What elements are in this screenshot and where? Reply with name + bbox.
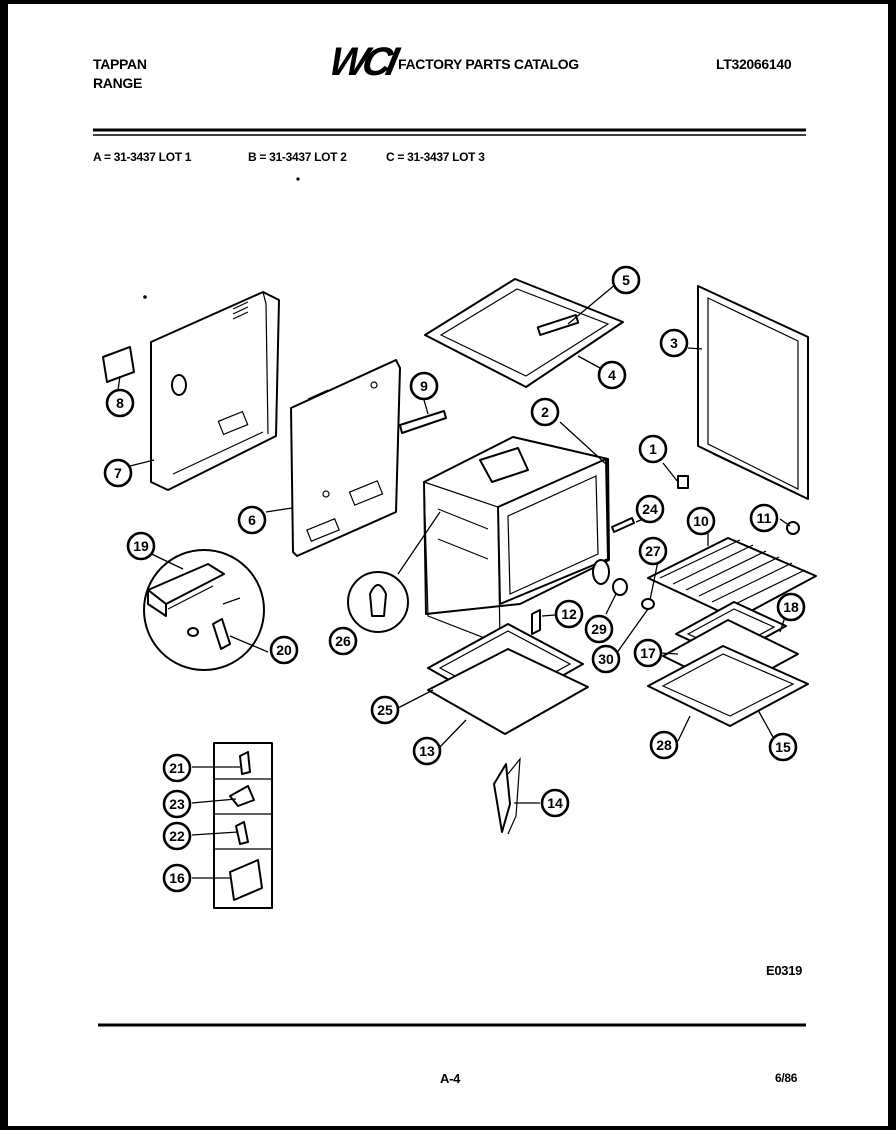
svg-text:2: 2: [541, 404, 549, 420]
small-parts-box: [213, 742, 273, 909]
callout-9: 9: [409, 371, 439, 401]
callout-5: 5: [611, 265, 641, 295]
bracket-part: [399, 410, 447, 434]
svg-text:13: 13: [419, 743, 435, 759]
product-type: RANGE: [93, 75, 143, 91]
detail-circle-26: [347, 511, 441, 633]
svg-text:9: 9: [420, 378, 428, 394]
speck: [143, 295, 147, 299]
door-frame-part: [697, 285, 809, 500]
catalog-title: FACTORY PARTS CATALOG: [398, 56, 579, 72]
lot-a-label: A = 31-3437 LOT 1: [93, 150, 192, 164]
svg-text:30: 30: [598, 651, 614, 667]
callout-10: 10: [686, 506, 716, 536]
callout-2: 2: [530, 397, 560, 427]
oven-body-part: [423, 436, 610, 645]
svg-text:10: 10: [693, 513, 709, 529]
callout-25: 25: [370, 695, 400, 725]
svg-text:29: 29: [591, 621, 607, 637]
svg-text:3: 3: [670, 335, 678, 351]
callout-29: 29: [584, 614, 614, 644]
svg-text:23: 23: [169, 796, 185, 812]
svg-text:28: 28: [656, 737, 672, 753]
socket-part: [612, 578, 628, 596]
callout-23: 23: [162, 789, 192, 819]
svg-text:12: 12: [561, 606, 577, 622]
svg-text:5: 5: [622, 272, 630, 288]
switch-part: [592, 559, 610, 585]
callout-19: 19: [126, 531, 156, 561]
oven-rack-part: [647, 537, 817, 620]
svg-text:27: 27: [645, 543, 661, 559]
callout-22: 22: [162, 821, 192, 851]
callout-30: 30: [591, 644, 621, 674]
drawing-code: E0319: [766, 963, 803, 978]
detail-circle-19: [143, 549, 265, 671]
top-panel-part: [424, 278, 624, 388]
callout-27: 27: [638, 536, 668, 566]
callout-16: 16: [162, 863, 192, 893]
callout-20: 20: [269, 635, 299, 665]
cover-plate-part: [102, 346, 135, 383]
svg-text:26: 26: [335, 633, 351, 649]
callout-21: 21: [162, 753, 192, 783]
svg-text:17: 17: [640, 645, 656, 661]
svg-text:1: 1: [649, 441, 657, 457]
knob-part: [786, 521, 800, 535]
callout-12: 12: [554, 599, 584, 629]
callout-13: 13: [412, 736, 442, 766]
callout-11: 11: [749, 503, 779, 533]
rear-panel-part: [290, 359, 401, 557]
lot-b-label: B = 31-3437 LOT 2: [248, 150, 347, 164]
callout-18: 18: [776, 592, 806, 622]
callout-14: 14: [540, 788, 570, 818]
svg-text:4: 4: [608, 367, 616, 383]
bulb-part: [641, 598, 655, 610]
svg-text:14: 14: [547, 795, 563, 811]
callout-15: 15: [768, 732, 798, 762]
svg-text:24: 24: [642, 501, 658, 517]
callout-24: 24: [635, 494, 665, 524]
svg-text:16: 16: [169, 870, 185, 886]
svg-text:11: 11: [757, 510, 772, 526]
model-number: LT32066140: [716, 56, 792, 72]
speck: [296, 177, 300, 181]
hinge-pin-part: [531, 609, 541, 635]
svg-text:19: 19: [133, 538, 149, 554]
bottom-panel-part: [647, 645, 809, 727]
heating-element-part: [493, 757, 521, 835]
svg-text:21: 21: [169, 760, 185, 776]
callout-1: 1: [638, 434, 668, 464]
svg-text:20: 20: [276, 642, 292, 658]
screw-part: [611, 517, 635, 533]
callout-17: 17: [633, 638, 663, 668]
svg-text:15: 15: [775, 739, 791, 755]
svg-text:25: 25: [377, 702, 393, 718]
drawer-part: [427, 623, 589, 735]
lot-c-label: C = 31-3437 LOT 3: [386, 150, 485, 164]
catalog-date: 6/86: [775, 1071, 798, 1085]
svg-text:6: 6: [248, 512, 256, 528]
callout-8: 8: [105, 388, 135, 418]
svg-text:22: 22: [169, 828, 185, 844]
brand-name: TAPPAN: [93, 56, 147, 72]
catalog-sheet: TAPPAN RANGE WCI FACTORY PARTS CATALOG L…: [8, 4, 888, 1126]
callout-4: 4: [597, 360, 627, 390]
callout-6: 6: [237, 505, 267, 535]
callout-28: 28: [649, 730, 679, 760]
leader-lines: [117, 283, 791, 879]
svg-text:18: 18: [783, 599, 799, 615]
callout-26: 26: [328, 626, 358, 656]
page-number: A-4: [440, 1071, 461, 1086]
exploded-parts-diagram: 1 2 3 4 5 6 7 8 9 10 11 12 13 14 15 16 1…: [93, 128, 817, 1027]
clip-part: [677, 475, 689, 489]
callout-3: 3: [659, 328, 689, 358]
svg-text:7: 7: [114, 465, 122, 481]
side-panel-part: [150, 291, 280, 491]
svg-text:8: 8: [116, 395, 124, 411]
callout-7: 7: [103, 458, 133, 488]
